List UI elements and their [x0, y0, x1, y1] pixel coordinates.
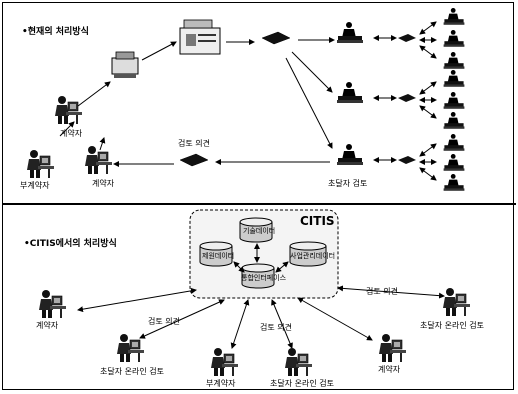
- person-at-desk-icon: [443, 30, 465, 47]
- person-at-computer-icon: [84, 145, 113, 175]
- db-project-mgmt-label: 사업관리데이터: [290, 252, 336, 260]
- label-online-review-1: 초달자 온라인 검토: [100, 367, 164, 376]
- db-tech-data-label: 기술데이터: [243, 227, 276, 235]
- person-at-desk-icon: [337, 144, 363, 165]
- label-bottom-contractor-left: 계약자: [36, 321, 59, 330]
- citis-label: CITIS: [300, 214, 335, 228]
- person-at-computer-icon: [210, 347, 239, 377]
- person-at-desk-icon: [443, 70, 465, 87]
- person-at-computer-icon: [54, 95, 83, 125]
- envelope-icon: [398, 94, 416, 102]
- diagram-frame: [2, 2, 514, 390]
- person-at-desk-icon: [443, 52, 465, 69]
- label-online-review-2: 초달자 온라인 검토: [270, 379, 334, 388]
- label-bottom-contractor-right: 계약자: [378, 365, 401, 374]
- database-icon: [289, 241, 327, 267]
- label-online-review-3: 초달자 온라인 검토: [420, 321, 484, 330]
- label-non-contractor: 부계약자: [20, 181, 50, 190]
- envelope-icon: [179, 153, 209, 167]
- label-review-opinion: 검토 의견: [178, 139, 210, 148]
- person-at-desk-icon: [443, 154, 465, 171]
- person-at-computer-icon: [378, 333, 407, 363]
- label-orderer-review: 초달자 검토: [328, 179, 368, 188]
- person-at-computer-icon: [38, 289, 67, 319]
- person-at-computer-icon: [26, 149, 55, 179]
- db-mgmt-data-label: 제원데이터: [202, 252, 235, 260]
- person-at-desk-icon: [337, 82, 363, 103]
- label-review-mid: 검토 의견: [260, 323, 292, 332]
- person-at-desk-icon: [443, 92, 465, 109]
- label-review-right: 검토 의견: [366, 287, 398, 296]
- person-at-desk-icon: [443, 174, 465, 191]
- label-contractor-mid: 계약자: [92, 179, 115, 188]
- envelope-icon: [398, 34, 416, 42]
- envelope-icon: [398, 156, 416, 164]
- label-review-left: 검토 의견: [148, 317, 180, 326]
- person-at-desk-icon: [337, 22, 363, 43]
- person-at-computer-icon: [116, 333, 145, 363]
- printer-icon: [111, 51, 139, 78]
- bottom-section-title: •CITIS에서의 처리방식: [24, 239, 117, 249]
- database-icon: [239, 217, 273, 243]
- person-at-desk-icon: [443, 112, 465, 129]
- database-icon: [199, 241, 233, 267]
- person-at-computer-icon: [442, 287, 471, 317]
- section-divider: [2, 203, 516, 205]
- label-bottom-non-contractor: 부계약자: [206, 379, 236, 388]
- person-at-computer-icon: [284, 347, 313, 377]
- person-at-desk-icon: [443, 134, 465, 151]
- copier-icon: [179, 19, 221, 55]
- top-section-title: •현재의 처리방식: [22, 27, 89, 37]
- label-contractor-left: 계약자: [60, 129, 83, 138]
- db-integrated-label: 통합인터페이스: [241, 274, 287, 282]
- envelope-icon: [261, 31, 291, 45]
- citis-box: [189, 209, 339, 299]
- person-at-desk-icon: [443, 8, 465, 25]
